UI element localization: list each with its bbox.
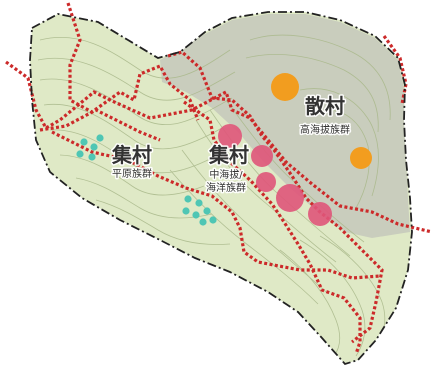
route-west-spur — [39, 108, 161, 142]
high-altitude-dots — [271, 73, 372, 169]
route-west-east — [5, 60, 433, 234]
settlement-dot — [218, 124, 242, 148]
settlement-dot — [203, 207, 211, 215]
settlement-dot — [76, 150, 84, 158]
contour-lines — [37, 34, 391, 357]
plain-dots — [76, 134, 217, 226]
settlement-dot — [209, 216, 217, 224]
settlement-dot — [96, 134, 104, 142]
red-route-lines — [5, 2, 433, 355]
zone-title: 集村 — [111, 143, 152, 167]
zone-subtitle: 中海拔/ — [209, 168, 243, 181]
settlement-dot — [192, 211, 200, 219]
settlement-dot — [90, 143, 98, 151]
zone-label-mid: 集村 中海拔/ 海洋族群 — [205, 142, 251, 196]
settlement-dot — [276, 184, 304, 212]
zone-label-plain: 集村 平原族群 — [110, 142, 154, 182]
route-central-descent — [167, 50, 384, 344]
settlement-dot — [80, 138, 88, 146]
settlement-dot — [182, 207, 190, 215]
land-boundary — [29, 11, 413, 366]
zone-subtitle: 高海拔族群 — [300, 123, 350, 136]
high-altitude-zone — [160, 14, 410, 238]
zone-title: 集村 — [208, 143, 249, 167]
route-north-south-left — [66, 2, 200, 121]
zone-subtitle: 平原族群 — [112, 167, 152, 180]
zone-title: 散村 — [305, 94, 345, 118]
route-lower-bypass — [51, 130, 381, 280]
zone-subtitle: 海洋族群 — [206, 181, 246, 194]
settlement-dot — [199, 218, 207, 226]
settlement-dot — [88, 153, 96, 161]
mid-altitude-dots — [218, 124, 332, 226]
route-ne-spur — [382, 35, 408, 105]
settlement-dot — [251, 145, 273, 167]
zone-label-high: 散村 高海拔族群 — [299, 93, 352, 138]
settlement-dot — [195, 199, 203, 207]
settlement-dot — [350, 147, 372, 169]
settlement-dot — [256, 172, 276, 192]
settlement-dot — [184, 195, 192, 203]
settlement-dot — [271, 73, 299, 101]
route-inner-loop — [183, 100, 362, 355]
settlement-dot — [308, 202, 332, 226]
